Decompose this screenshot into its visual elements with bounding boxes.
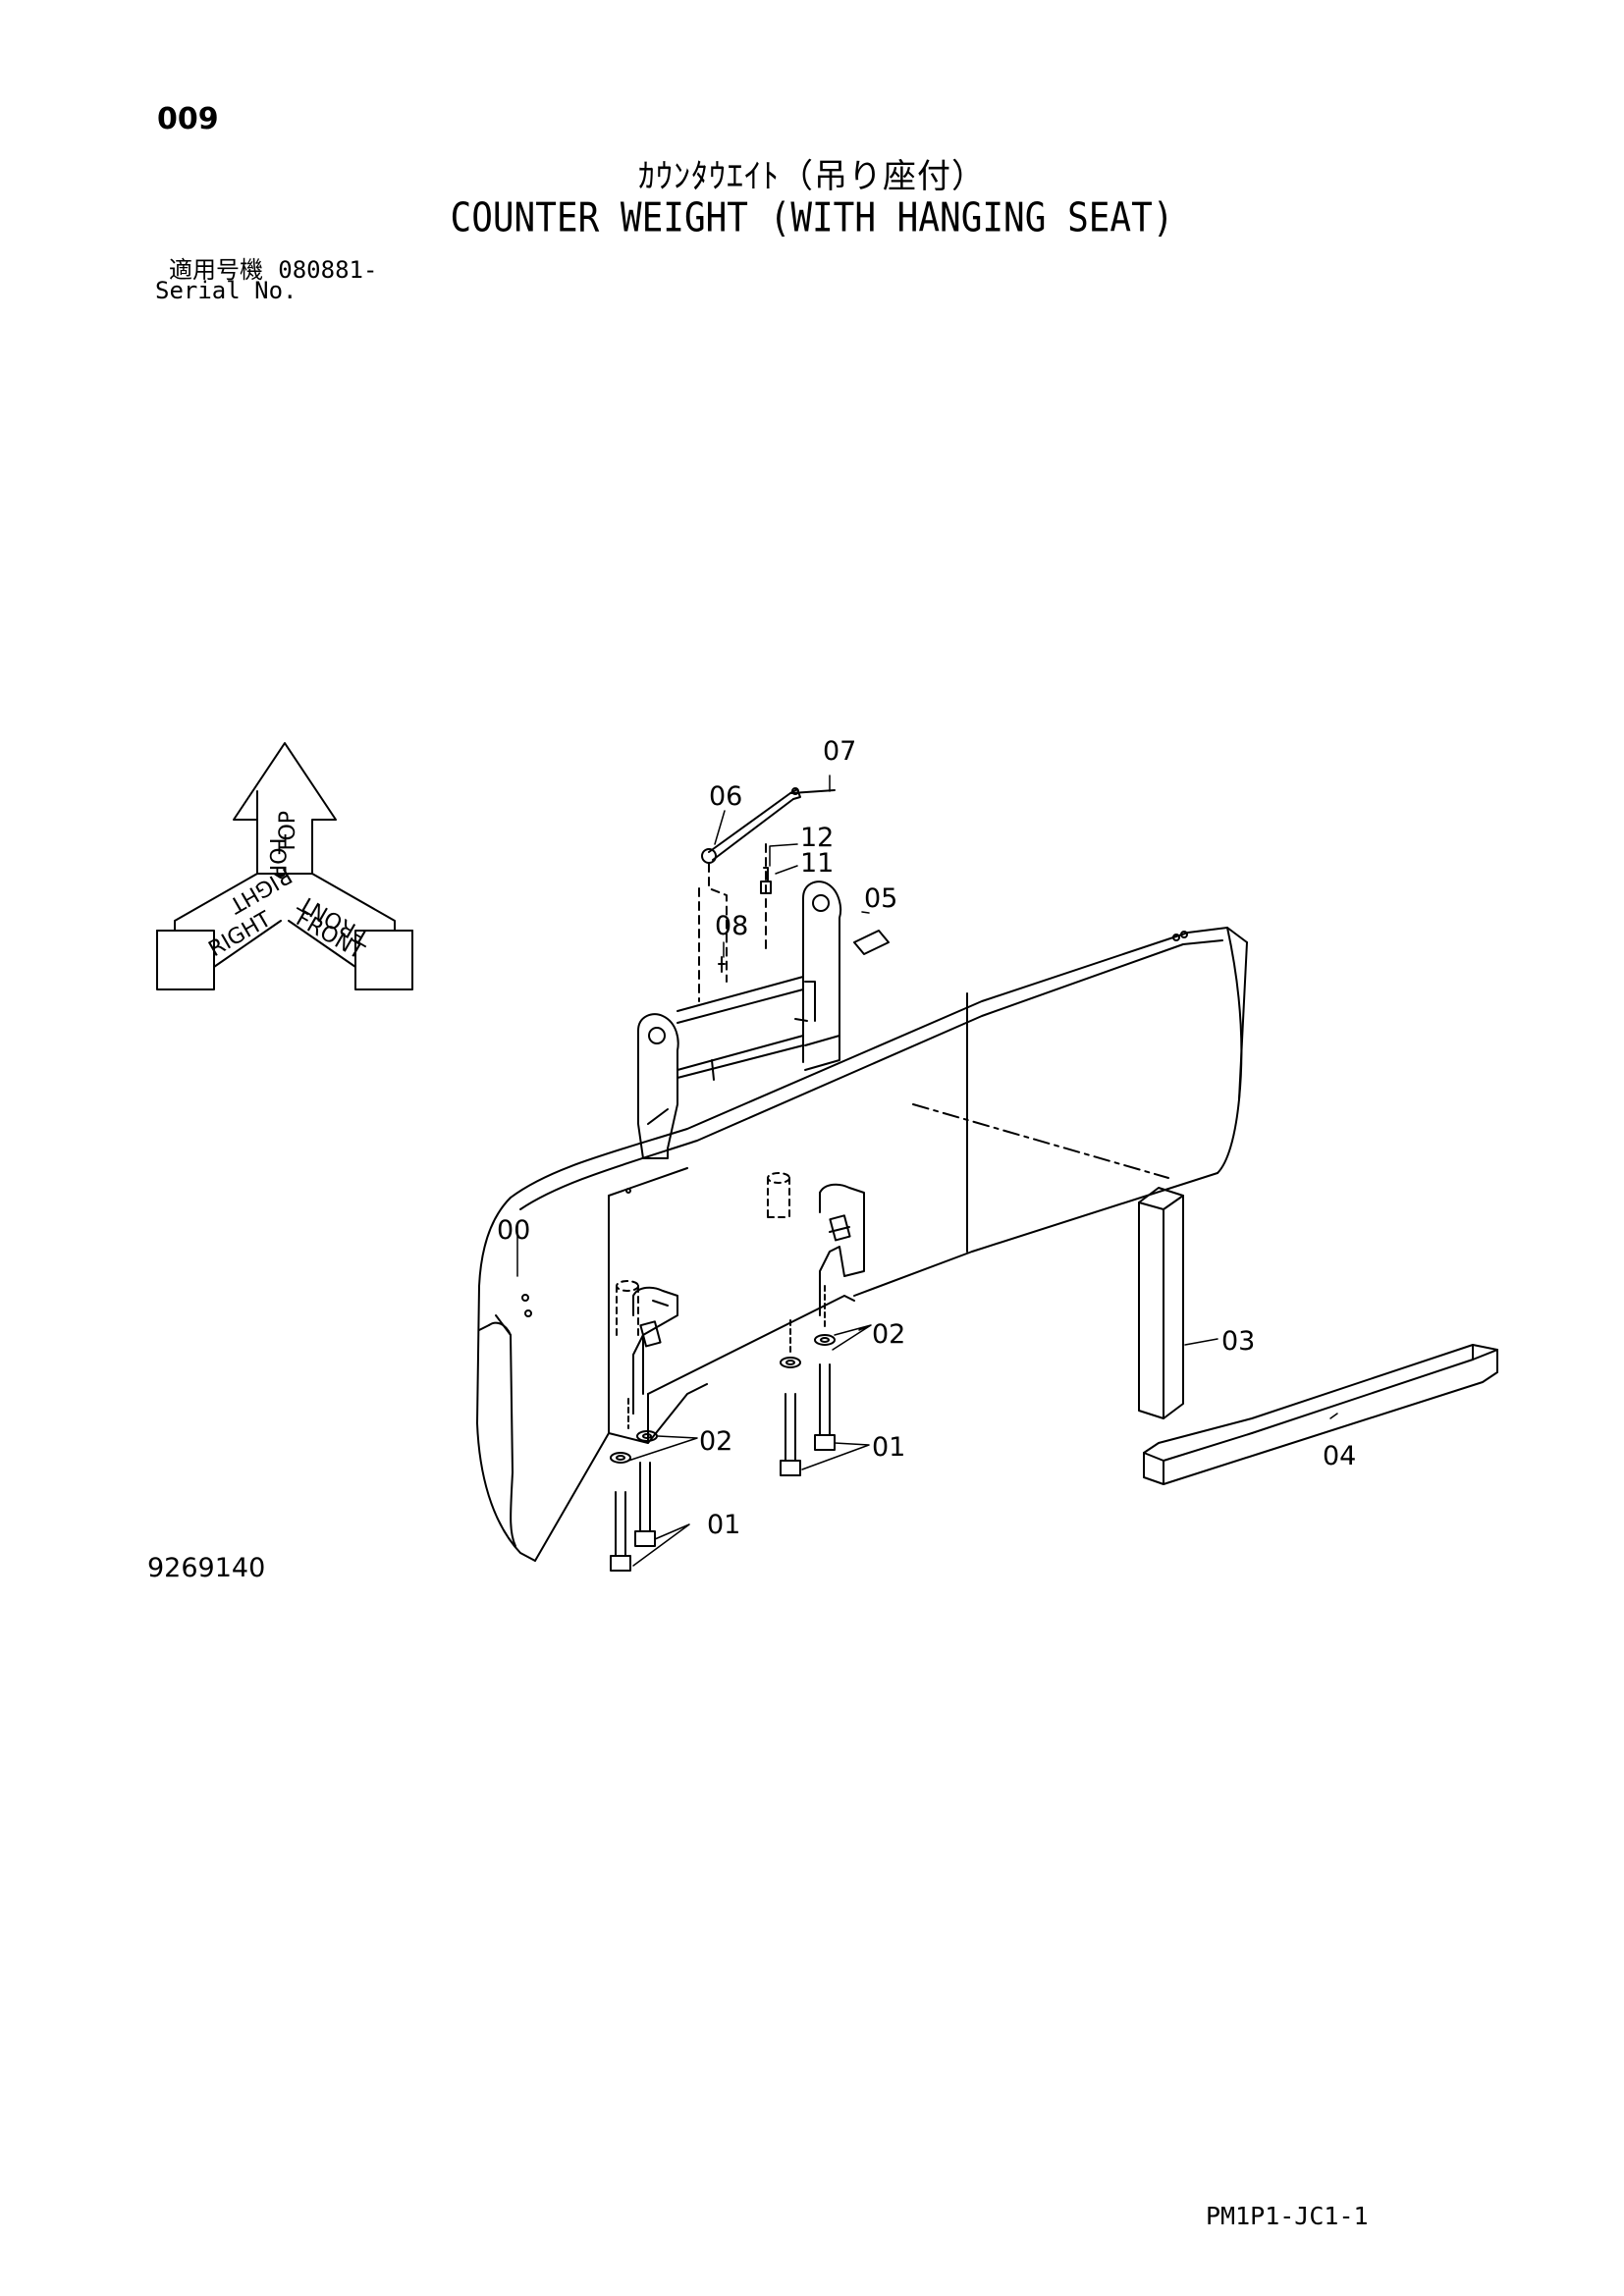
hanging-seat — [637, 881, 842, 1159]
callout-03: 03 — [1221, 1326, 1255, 1357]
callout-02-lower: 02 — [699, 1426, 732, 1457]
callout-07: 07 — [823, 736, 856, 767]
callout-leaders — [516, 774, 1338, 1567]
sheet-code: PM1P1-JC1-1 — [1206, 2202, 1369, 2230]
bolts-right — [780, 1285, 836, 1476]
page-number: 009 — [157, 102, 219, 136]
orientation-icon: TOP TOP RIGHT RIGHT FRONT FRONT — [156, 742, 413, 990]
callout-06: 06 — [709, 781, 742, 812]
counterweight-body — [476, 927, 1248, 1562]
callout-05: 05 — [864, 883, 897, 914]
serial-value: 080881- — [278, 256, 378, 284]
pocket-bracket-left — [616, 1280, 678, 1415]
callout-01-lower: 01 — [707, 1510, 740, 1540]
callout-01-upper: 01 — [872, 1432, 905, 1463]
callout-08: 08 — [715, 911, 748, 941]
title-japanese: ｶｳﾝﾀｳｴｲﾄ（吊り座付） — [638, 157, 986, 196]
callout-04: 04 — [1323, 1441, 1356, 1471]
pocket-bracket-right — [767, 1172, 865, 1316]
serial-label-jp-text: 適用号機 — [169, 256, 263, 284]
callout-02-upper: 02 — [872, 1319, 905, 1350]
orientation-top-label-1: TOP — [264, 833, 289, 878]
skid-bar — [1143, 1344, 1498, 1485]
serial-label-english: Serial No. — [155, 277, 298, 304]
spacer-block — [1138, 1187, 1184, 1419]
orientation-top-label-2: TOP — [276, 811, 300, 855]
callout-12: 12 — [800, 823, 834, 853]
serial-label-japanese: 適用号機 080881- — [169, 250, 377, 285]
bolts-left — [610, 1373, 658, 1572]
title-english: COUNTER WEIGHT (WITH HANGING SEAT) — [450, 194, 1174, 242]
callout-11: 11 — [800, 848, 834, 879]
hook-parts — [698, 787, 1169, 1179]
callout-00: 00 — [497, 1215, 530, 1246]
drawing-number: 9269140 — [147, 1553, 266, 1583]
